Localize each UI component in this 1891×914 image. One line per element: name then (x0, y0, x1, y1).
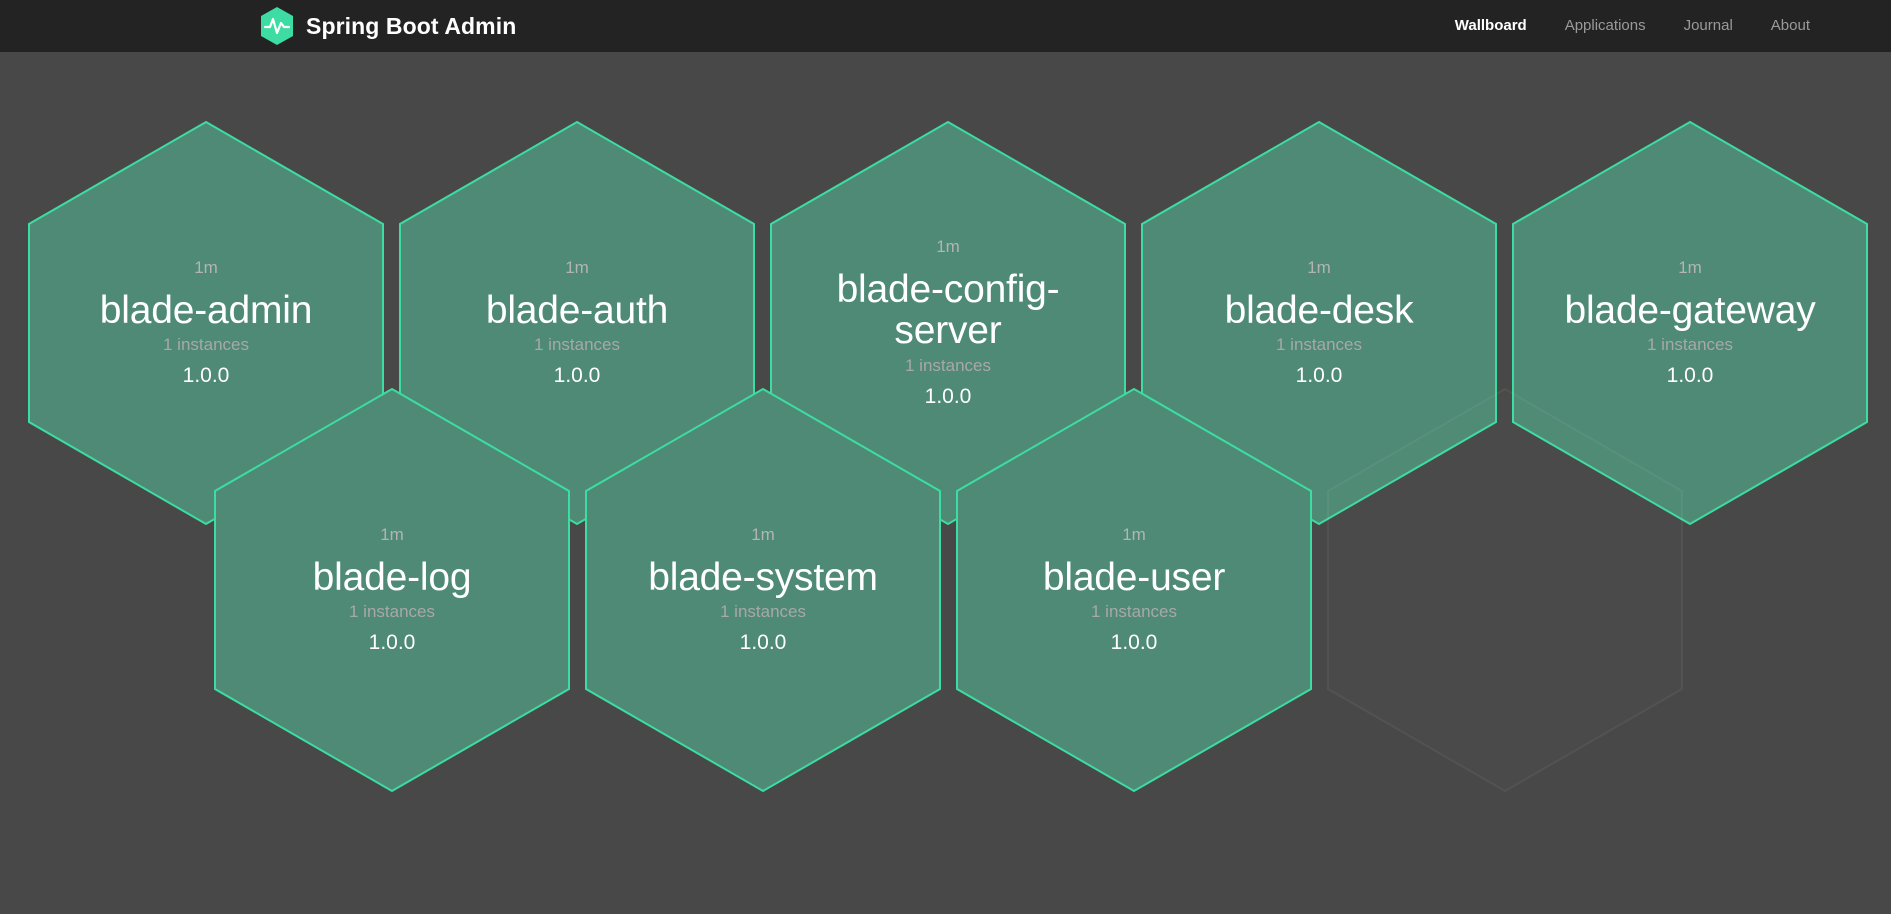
hexagon-version: 1.0.0 (1110, 631, 1158, 654)
hexagon-version: 1.0.0 (924, 384, 972, 408)
hexagon-version: 1.0.0 (553, 364, 601, 387)
hexagon-uptime: 1m (936, 237, 960, 257)
hexagon-content: 1m blade-auth 1 instances 1.0.0 (397, 119, 757, 527)
nav-link-applications[interactable]: Applications (1564, 17, 1646, 34)
hexagon-content: 1m blade-desk 1 instances 1.0.0 (1139, 119, 1499, 527)
main-nav: Wallboard Applications Journal About (1436, 0, 1829, 52)
hexagon-version: 1.0.0 (739, 631, 787, 654)
brand-title: Spring Boot Admin (306, 12, 517, 39)
hexagon-uptime: 1m (1307, 257, 1331, 277)
hexagon-uptime: 1m (194, 257, 218, 277)
hexagon-instances: 1 instances (349, 602, 435, 622)
hexagon-uptime: 1m (565, 257, 589, 277)
hexagon-shape (214, 387, 570, 793)
hexagon-instances: 1 instances (1276, 335, 1362, 355)
hexagon-uptime: 1m (1678, 257, 1702, 277)
hexagon-app-name: blade-config-server (836, 267, 1060, 353)
hexagon-shape (1327, 387, 1683, 793)
hexagon-content: 1m blade-system 1 instances 1.0.0 (583, 386, 943, 794)
hexagon-shape (28, 120, 384, 526)
application-hexagon[interactable]: 1m blade-config-server 1 instances 1.0.0 (768, 119, 1128, 527)
application-hexagon[interactable]: 1m blade-log 1 instances 1.0.0 (212, 386, 572, 794)
hexagon-uptime: 1m (380, 524, 404, 544)
hexagon-instances: 1 instances (905, 356, 991, 376)
application-hexagon[interactable]: 1m blade-user 1 instances 1.0.0 (954, 386, 1314, 794)
heartbeat-hexagon-logo-icon (259, 6, 295, 46)
hexagon-content: 1m blade-config-server 1 instances 1.0.0 (768, 119, 1128, 527)
application-hexagon[interactable]: 1m blade-desk 1 instances 1.0.0 (1139, 119, 1499, 527)
hexagon-shape (956, 387, 1312, 793)
hexagon-instances: 1 instances (720, 602, 806, 622)
hexagon-app-name: blade-auth (485, 288, 669, 332)
hexagon-app-name: blade-user (1042, 555, 1226, 599)
hexagon-content: 1m blade-user 1 instances 1.0.0 (954, 386, 1314, 794)
application-hexagon[interactable]: 1m blade-system 1 instances 1.0.0 (583, 386, 943, 794)
hexagon-app-name: blade-admin (99, 288, 313, 332)
hexagon-content: 1m blade-log 1 instances 1.0.0 (212, 386, 572, 794)
hexagon-version: 1.0.0 (182, 364, 230, 387)
hexagon-instances: 1 instances (1647, 335, 1733, 355)
application-hexagon[interactable]: 1m blade-admin 1 instances 1.0.0 (26, 119, 386, 527)
hexagon-instances: 1 instances (534, 335, 620, 355)
wallboard-grid: 1m blade-admin 1 instances 1.0.0 1m blade-aut… (0, 52, 1891, 914)
hexagon-version: 1.0.0 (1295, 364, 1343, 387)
hexagon-shape (399, 120, 755, 526)
nav-link-wallboard[interactable]: Wallboard (1454, 17, 1527, 34)
hexagon-uptime: 1m (751, 524, 775, 544)
hexagon-shape (585, 387, 941, 793)
hexagon-shape (1512, 120, 1868, 526)
nav-link-journal[interactable]: Journal (1683, 17, 1733, 34)
hexagon-app-name: blade-gateway (1564, 288, 1816, 332)
hexagon-version: 1.0.0 (1666, 364, 1714, 387)
hexagon-instances: 1 instances (1091, 602, 1177, 622)
nav-link-about[interactable]: About (1770, 17, 1810, 34)
application-hexagon[interactable]: 1m blade-auth 1 instances 1.0.0 (397, 119, 757, 527)
hexagon-uptime: 1m (1122, 524, 1146, 544)
hexagon-version: 1.0.0 (368, 631, 416, 654)
hexagon-shape (1141, 120, 1497, 526)
application-hexagon[interactable]: 1m blade-gateway 1 instances 1.0.0 (1510, 119, 1870, 527)
empty-hexagon-slot (1325, 386, 1685, 794)
hexagon-instances: 1 instances (163, 335, 249, 355)
top-navbar: Spring Boot Admin Wallboard Applications J… (0, 0, 1891, 52)
hexagon-content: 1m blade-gateway 1 instances 1.0.0 (1510, 119, 1870, 527)
hexagon-app-name: blade-desk (1224, 288, 1414, 332)
brand-link[interactable]: Spring Boot Admin (259, 6, 516, 46)
hexagon-shape (770, 120, 1126, 526)
hexagon-app-name: blade-system (648, 555, 878, 599)
hexagon-app-name: blade-log (312, 555, 472, 599)
hexagon-content: 1m blade-admin 1 instances 1.0.0 (26, 119, 386, 527)
